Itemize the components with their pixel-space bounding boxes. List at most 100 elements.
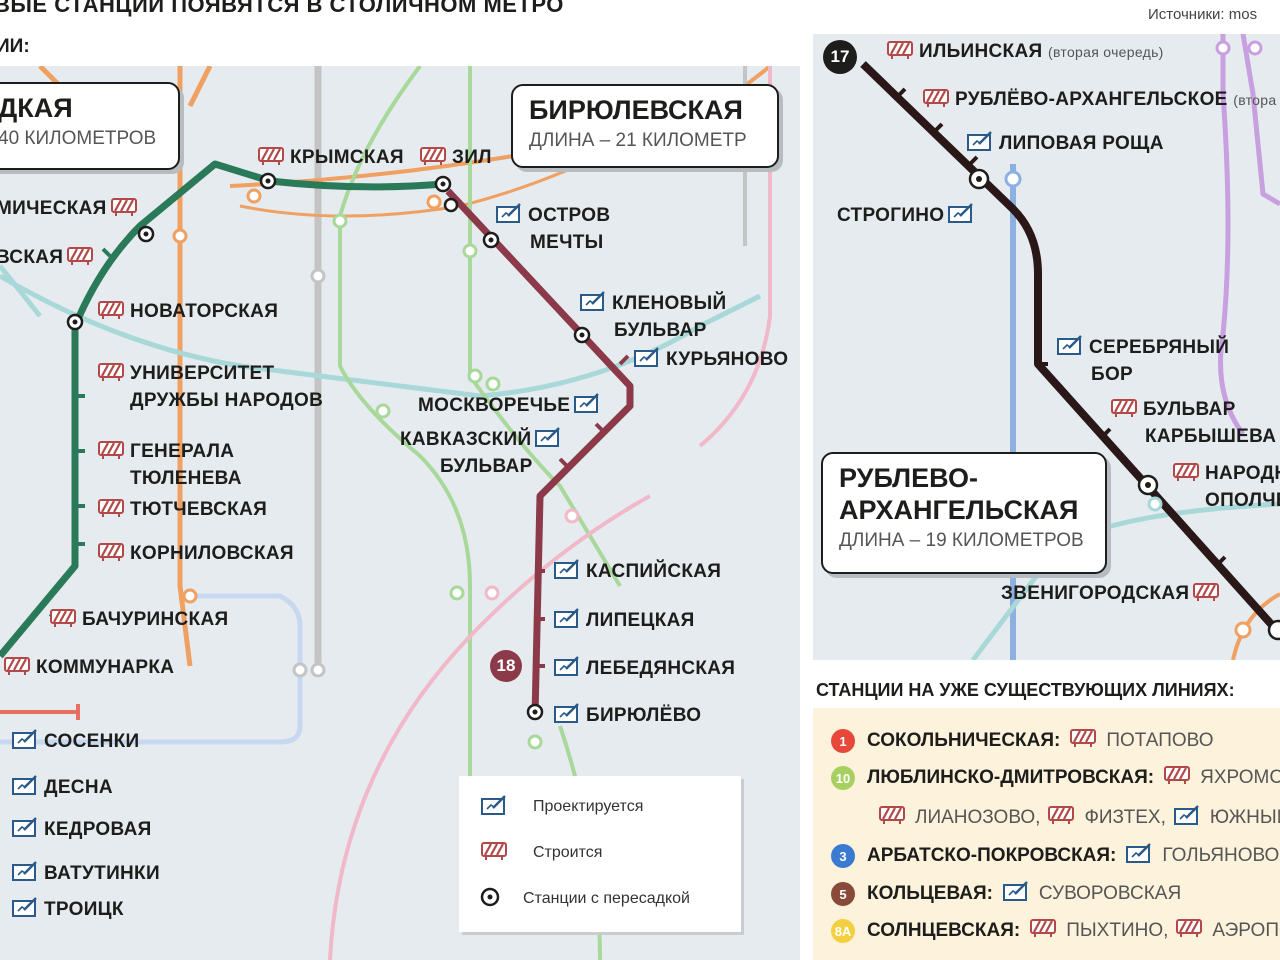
line-name: КОЛЬЦЕВАЯ:	[867, 883, 993, 904]
construction-icon	[98, 440, 124, 467]
transfer-icon	[477, 886, 503, 913]
station-vatutinki: ВАТУТИНКИ	[8, 860, 160, 889]
project-icon	[580, 290, 606, 319]
rublevo-card-name-1: РУБЛЕВО-	[839, 463, 978, 493]
station-biryulyovo: БИРЮЛЁВО	[550, 702, 701, 731]
existing-lines-heading: СТАНЦИИ НА УЖЕ СУЩЕСТВУЮЩИХ ЛИНИЯХ:	[816, 680, 1235, 700]
construction-icon	[4, 656, 30, 683]
construction-icon	[879, 805, 905, 831]
line-18-badge: 18	[490, 650, 522, 682]
station-kornilovskaya: КОРНИЛОВСКАЯ	[94, 542, 294, 569]
rublevo-line	[860, 61, 1280, 637]
project-icon	[12, 816, 38, 845]
line-number-badge: 5	[831, 882, 855, 906]
line-number-badge: 8А	[831, 919, 855, 943]
project-icon	[554, 558, 580, 587]
troitskaya-line	[0, 160, 444, 659]
construction-icon	[110, 197, 137, 224]
construction-icon	[1048, 805, 1075, 831]
project-icon	[1173, 804, 1200, 832]
line-name: СОКОЛЬНИЧЕСКАЯ:	[867, 730, 1061, 751]
construction-icon	[1111, 398, 1137, 425]
line-17-badge: 17	[823, 40, 857, 74]
station-lebedyanskaya: ЛЕБЕДЯНСКАЯ	[550, 655, 735, 684]
troitskaya-card-length: 40 КИЛОМЕТРОВ	[0, 128, 157, 149]
station-kuryanovo: КУРЬЯНОВО	[630, 346, 788, 375]
project-icon	[1002, 880, 1029, 908]
purple-line	[1218, 34, 1246, 436]
biryulevskaya-ticks	[535, 354, 630, 668]
construction-icon	[50, 608, 76, 635]
station-kommunarka: КОММУНАРКА	[0, 656, 174, 683]
construction-icon	[1070, 728, 1097, 754]
map-panel-right: 17 ИЛЬИНСКАЯ (вторая очередь) РУБЛЁВО-АР…	[813, 34, 1280, 660]
other-interchanges	[332, 213, 543, 750]
station-desna: ДЕСНА	[8, 774, 113, 803]
map-panel-left: ДКАЯ 40 КИЛОМЕТРОВ БИРЮЛЕВСКАЯ ДЛИНА – 2…	[0, 66, 800, 960]
station-novatorskaya: НОВАТОРСКАЯ	[94, 300, 278, 327]
existing-station-name: ЛИАНОЗОВО,	[915, 807, 1041, 828]
project-icon	[496, 202, 522, 231]
project-icon	[535, 426, 561, 455]
teal-left-top	[0, 264, 42, 318]
station-krymskaya: КРЫМСКАЯ	[254, 146, 404, 173]
transfer-dots	[72, 178, 585, 715]
existing-line-row: ЛИАНОЗОВО,ФИЗТЕХ,ЮЖНЫЙ	[875, 804, 1280, 832]
existing-station-name: СУВОРОВСКАЯ	[1038, 883, 1182, 904]
biryulevskaya-card-length: ДЛИНА – 21 КИЛОМЕТР	[529, 130, 747, 151]
station-troitsk: ТРОИЦК	[8, 896, 124, 925]
orange-right	[1231, 592, 1280, 660]
construction-icon	[1173, 462, 1199, 489]
page-title: ВЫЕ СТАНЦИИ ПОЯВЯТСЯ В СТОЛИЧНОМ МЕТРО	[0, 0, 564, 17]
legend-transfer: Станции с пересадкой	[477, 882, 690, 916]
station-sosenki: СОСЕНКИ	[8, 728, 140, 757]
construction-icon	[1030, 918, 1057, 944]
pink-line	[328, 494, 651, 960]
station-zvenigorodskaya: ЗВЕНИГОРОДСКАЯ	[1001, 582, 1225, 609]
station-ilyinskaya: ИЛЬИНСКАЯ (вторая очередь)	[883, 40, 1164, 67]
project-icon	[554, 655, 580, 684]
rublevo-card-length: ДЛИНА – 19 КИЛОМЕТРОВ	[839, 530, 1084, 551]
project-icon	[12, 860, 38, 889]
biryulevskaya-card: БИРЮЛЕВСКАЯ ДЛИНА – 21 КИЛОМЕТР	[511, 84, 779, 168]
project-icon	[554, 702, 580, 731]
station-zil: ЗИЛ	[416, 146, 492, 173]
construction-icon	[1193, 582, 1220, 609]
station-kedrovaya: КЕДРОВАЯ	[8, 816, 152, 845]
existing-line-row: 5 КОЛЬЦЕВАЯ: СУВОРОВСКАЯ	[831, 880, 1185, 908]
project-icon	[634, 346, 660, 375]
station-micheskaya: МИЧЕСКАЯ	[0, 197, 143, 224]
green-line	[338, 66, 472, 886]
existing-station-name: ПЫХТИНО,	[1066, 920, 1169, 941]
purple-interchanges	[1215, 40, 1263, 56]
construction-icon	[98, 542, 124, 569]
project-icon	[12, 774, 38, 803]
construction-icon	[98, 362, 124, 389]
blue-interchange	[1004, 170, 1022, 188]
project-icon	[574, 392, 600, 421]
station-narodnoe-opolchenie: НАРОДНОПОЛЧЕ	[1169, 462, 1280, 513]
rublevo-card: РУБЛЕВО- АРХАНГЕЛЬСКАЯ ДЛИНА – 19 КИЛОМЕ…	[821, 452, 1107, 574]
existing-station-name: ГОЛЬЯНОВО	[1162, 845, 1280, 866]
project-icon	[12, 728, 38, 757]
station-rublevo-arkhangelskoe: РУБЛЁВО-АРХАНГЕЛЬСКОЕ (втора	[919, 88, 1276, 115]
line-number-badge: 10	[831, 766, 855, 790]
legend-construction: Строится	[477, 836, 602, 870]
station-vskaya: ВСКАЯ	[0, 246, 99, 273]
line-name: ЛЮБЛИНСКО-ДМИТРОВСКАЯ:	[867, 767, 1155, 788]
source-note: Источники: mos	[1148, 6, 1258, 23]
orange-interchange	[1234, 621, 1252, 639]
troitskaya-card-name: ДКАЯ	[0, 93, 73, 123]
pink-interchanges	[484, 508, 580, 601]
project-icon	[554, 607, 580, 636]
construction-icon	[923, 88, 949, 115]
